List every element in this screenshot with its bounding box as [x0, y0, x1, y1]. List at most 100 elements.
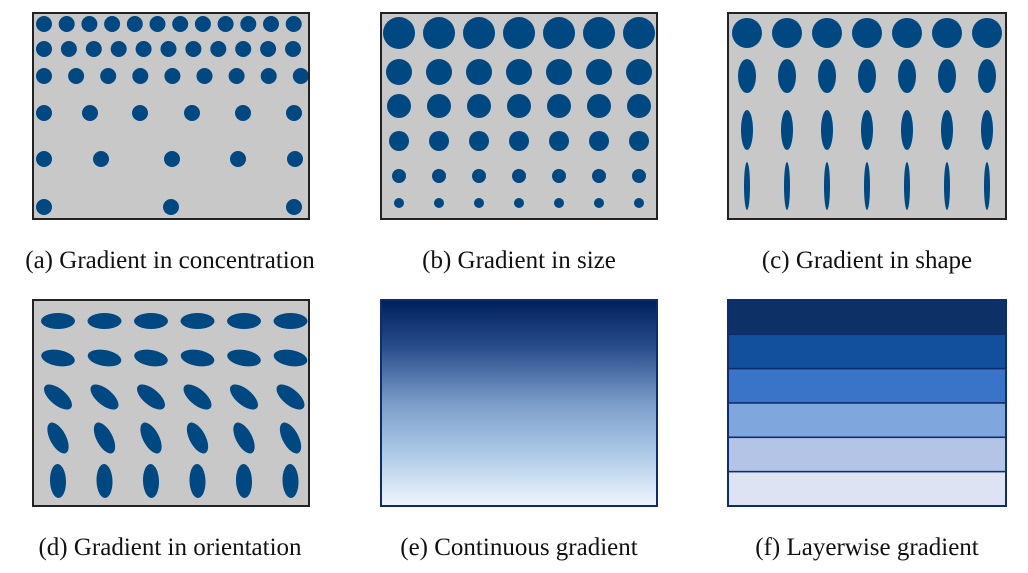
- caption-f: (f) Layerwise gradient: [755, 534, 979, 561]
- particle-dot: [233, 422, 255, 454]
- particle-dot: [163, 199, 179, 215]
- particle-dot: [904, 162, 910, 210]
- particle-dot: [41, 313, 75, 329]
- particle-dot: [938, 59, 956, 93]
- particle-dot: [210, 41, 227, 57]
- particle-dot: [136, 384, 166, 410]
- particle-dot: [858, 59, 876, 93]
- continuous-gradient-fill: [380, 299, 658, 507]
- particle-dot: [36, 16, 52, 32]
- particle-dot: [629, 131, 649, 151]
- particle-dot: [507, 94, 531, 118]
- particle-dot: [898, 59, 916, 93]
- particle-dot: [82, 105, 98, 121]
- particle-dot: [96, 464, 113, 498]
- particle-dot: [944, 162, 950, 210]
- particle-dot: [285, 41, 301, 57]
- particle-dot: [394, 198, 404, 208]
- particle-dot: [772, 18, 802, 48]
- particle-dot: [546, 59, 572, 85]
- particle-dot: [149, 16, 166, 32]
- particle-dot: [85, 41, 102, 57]
- particle-dot: [282, 464, 299, 498]
- particle-dot: [93, 422, 116, 454]
- particle-dot: [126, 16, 143, 32]
- particle-dot: [186, 422, 209, 454]
- shape-gradient-figure: [727, 12, 1007, 220]
- particle-dot: [634, 198, 644, 208]
- particle-dot: [189, 464, 206, 498]
- particle-dot: [172, 16, 189, 32]
- particle-dot: [984, 162, 990, 210]
- continuous-gradient-figure: [380, 299, 658, 507]
- gradient-layer: [727, 299, 1007, 336]
- particle-dot: [229, 384, 259, 410]
- particle-dot: [279, 422, 302, 454]
- panel-f-layerwise: [727, 299, 1007, 507]
- particle-dot: [467, 94, 491, 118]
- gradient-layer: [727, 333, 1007, 370]
- gradient-layer: [727, 402, 1007, 439]
- particle-dot: [386, 59, 412, 85]
- particle-dot: [135, 41, 152, 57]
- particle-dot: [592, 169, 606, 183]
- particle-dot: [87, 313, 122, 329]
- particle-dot: [164, 68, 181, 84]
- particle-dot: [134, 313, 168, 329]
- particle-dot: [434, 198, 444, 208]
- particle-dot: [463, 17, 495, 49]
- particle-dot: [49, 464, 67, 498]
- particle-dot: [738, 59, 756, 93]
- caption-c: (c) Gradient in shape: [761, 247, 973, 274]
- particle-dot: [185, 41, 202, 57]
- panel-c-shape: [727, 12, 1007, 220]
- particle-dot: [861, 110, 873, 150]
- particle-dot: [134, 349, 168, 367]
- orientation-gradient-figure: [32, 299, 310, 507]
- particle-dot: [286, 199, 302, 215]
- particle-dot: [36, 41, 52, 57]
- particle-dot: [273, 313, 308, 329]
- panel-border: [380, 12, 658, 220]
- particle-dot: [632, 169, 646, 183]
- particle-dot: [587, 94, 611, 118]
- particle-dot: [627, 94, 651, 118]
- particle-dot: [383, 17, 415, 49]
- particle-dot: [273, 349, 308, 367]
- particle-dot: [941, 110, 953, 150]
- particle-dot: [589, 131, 609, 151]
- particle-dot: [389, 131, 409, 151]
- size-gradient-figure: [380, 12, 658, 220]
- particle-dot: [423, 17, 455, 49]
- particle-dot: [90, 384, 119, 410]
- particle-dot: [47, 422, 69, 454]
- particle-dot: [821, 110, 833, 150]
- particle-dot: [285, 16, 302, 32]
- particle-dot: [509, 131, 529, 151]
- particle-dot: [427, 94, 451, 118]
- particle-dot: [164, 151, 180, 167]
- particle-dot: [852, 18, 882, 48]
- particle-dot: [184, 105, 200, 121]
- particle-dot: [387, 94, 411, 118]
- particle-dot: [429, 131, 449, 151]
- caption-a: (a) Gradient in concentration: [25, 247, 315, 274]
- particle-dot: [276, 384, 305, 410]
- panel-d-orientation: [32, 299, 310, 507]
- particle-dot: [506, 59, 532, 85]
- particle-dot: [744, 162, 750, 210]
- particle-dot: [781, 110, 793, 150]
- caption-d: (d) Gradient in orientation: [38, 534, 302, 561]
- particle-dot: [514, 198, 524, 208]
- particle-dot: [626, 59, 652, 85]
- particle-dot: [466, 59, 492, 85]
- particle-dot: [778, 59, 796, 93]
- concentration-gradient-figure: [32, 12, 310, 220]
- panel-border: [727, 299, 1007, 507]
- caption-b: (b) Gradient in size: [422, 247, 616, 274]
- particle-dot: [140, 422, 162, 454]
- particle-dot: [583, 17, 615, 49]
- particle-dot: [732, 18, 762, 48]
- particle-dot: [228, 68, 245, 84]
- particle-dot: [93, 151, 109, 167]
